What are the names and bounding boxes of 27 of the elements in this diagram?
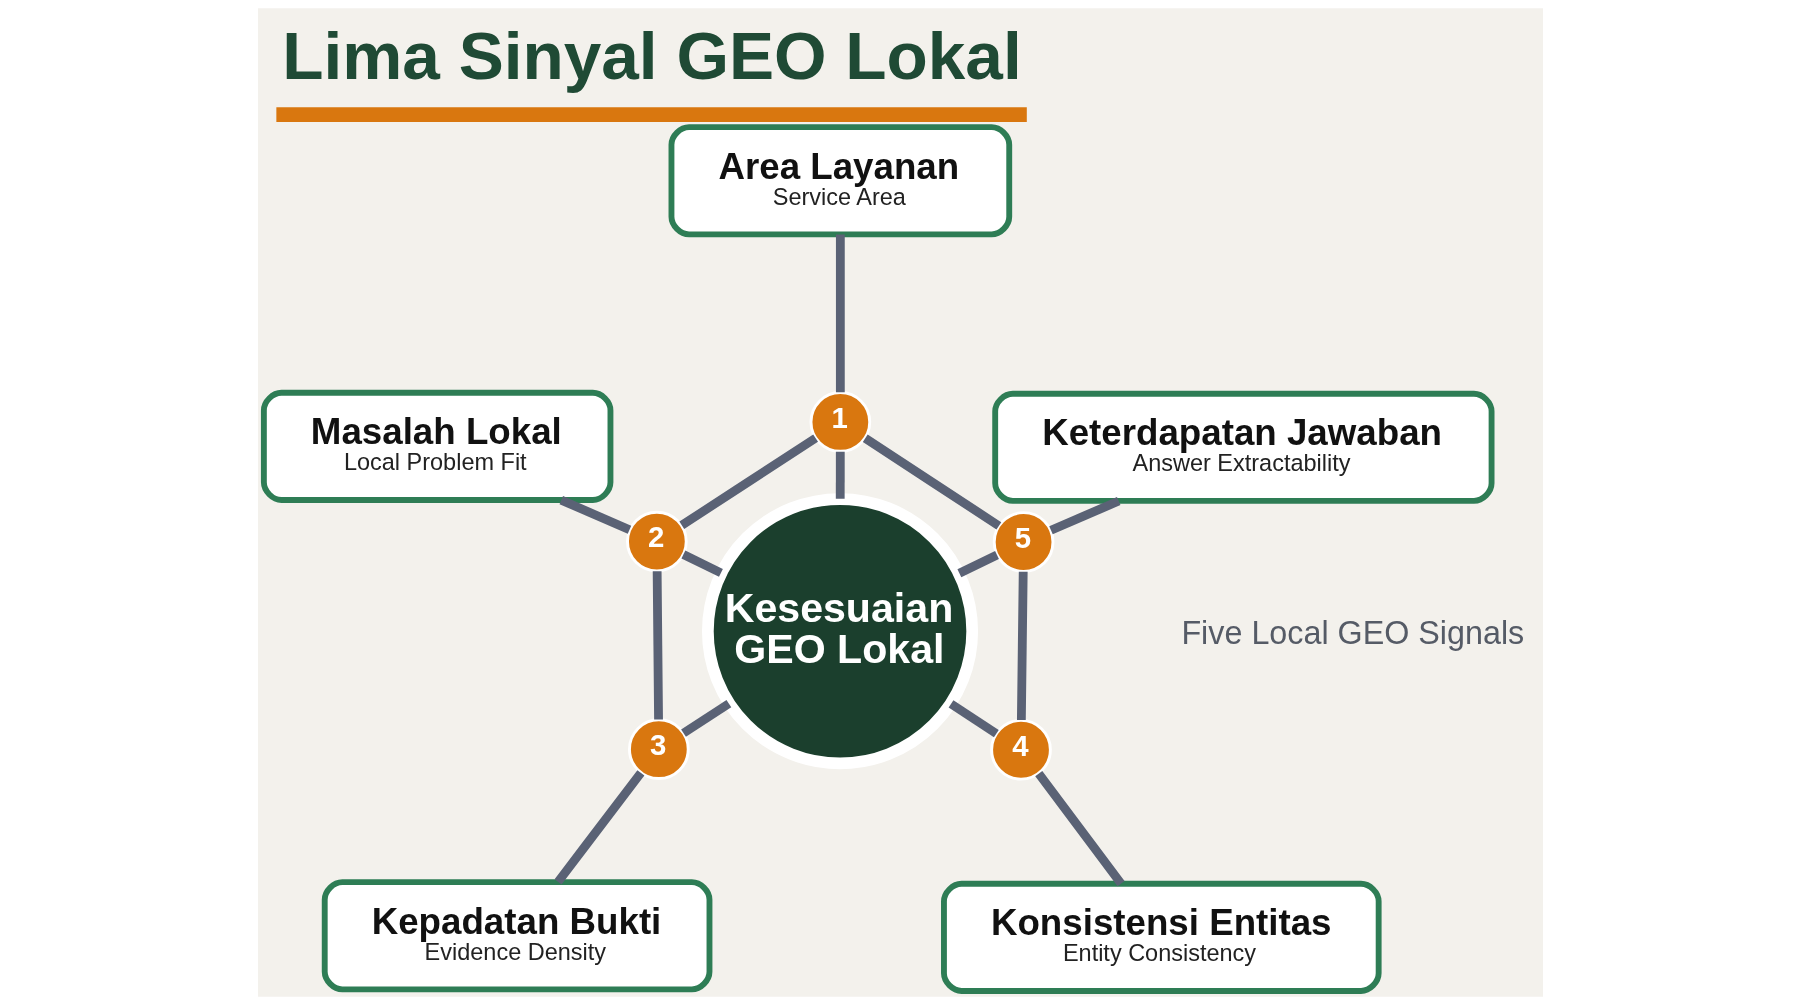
connector — [956, 550, 999, 578]
connector — [835, 451, 845, 499]
connector — [1016, 571, 1028, 721]
label: Five Local GEO Signals — [1180, 614, 1524, 651]
node-box: Area Layanan Service Area — [668, 124, 1012, 238]
connector — [678, 434, 818, 529]
node-box: Keterdapatan Jawaban Answer Extractability — [991, 390, 1494, 504]
diagram-title: Lima Sinyal GEO Lokal — [281, 18, 1022, 94]
connector — [680, 550, 723, 577]
connector — [559, 496, 631, 534]
connector — [554, 770, 644, 885]
connector — [680, 699, 731, 737]
node-box: Kepadatan Bukti Evidence Density — [321, 879, 712, 993]
connector — [862, 434, 1001, 530]
node-circle: Kesesuaian GEO Lokal — [701, 493, 978, 770]
node-box: Masalah Lokal Local Problem Fit — [260, 389, 613, 503]
connector — [652, 571, 663, 720]
connector — [1034, 770, 1125, 887]
connector — [948, 700, 999, 738]
node-circle: 2 — [625, 510, 688, 573]
node-circle: 5 — [992, 511, 1054, 573]
connector — [1048, 496, 1120, 535]
node-circle: 1 — [809, 391, 871, 453]
node-box: Konsistensi Entitas Entity Consistency — [940, 880, 1382, 994]
connector — [835, 234, 845, 393]
node-circle: 3 — [627, 718, 690, 781]
node-circle: 4 — [989, 718, 1052, 781]
